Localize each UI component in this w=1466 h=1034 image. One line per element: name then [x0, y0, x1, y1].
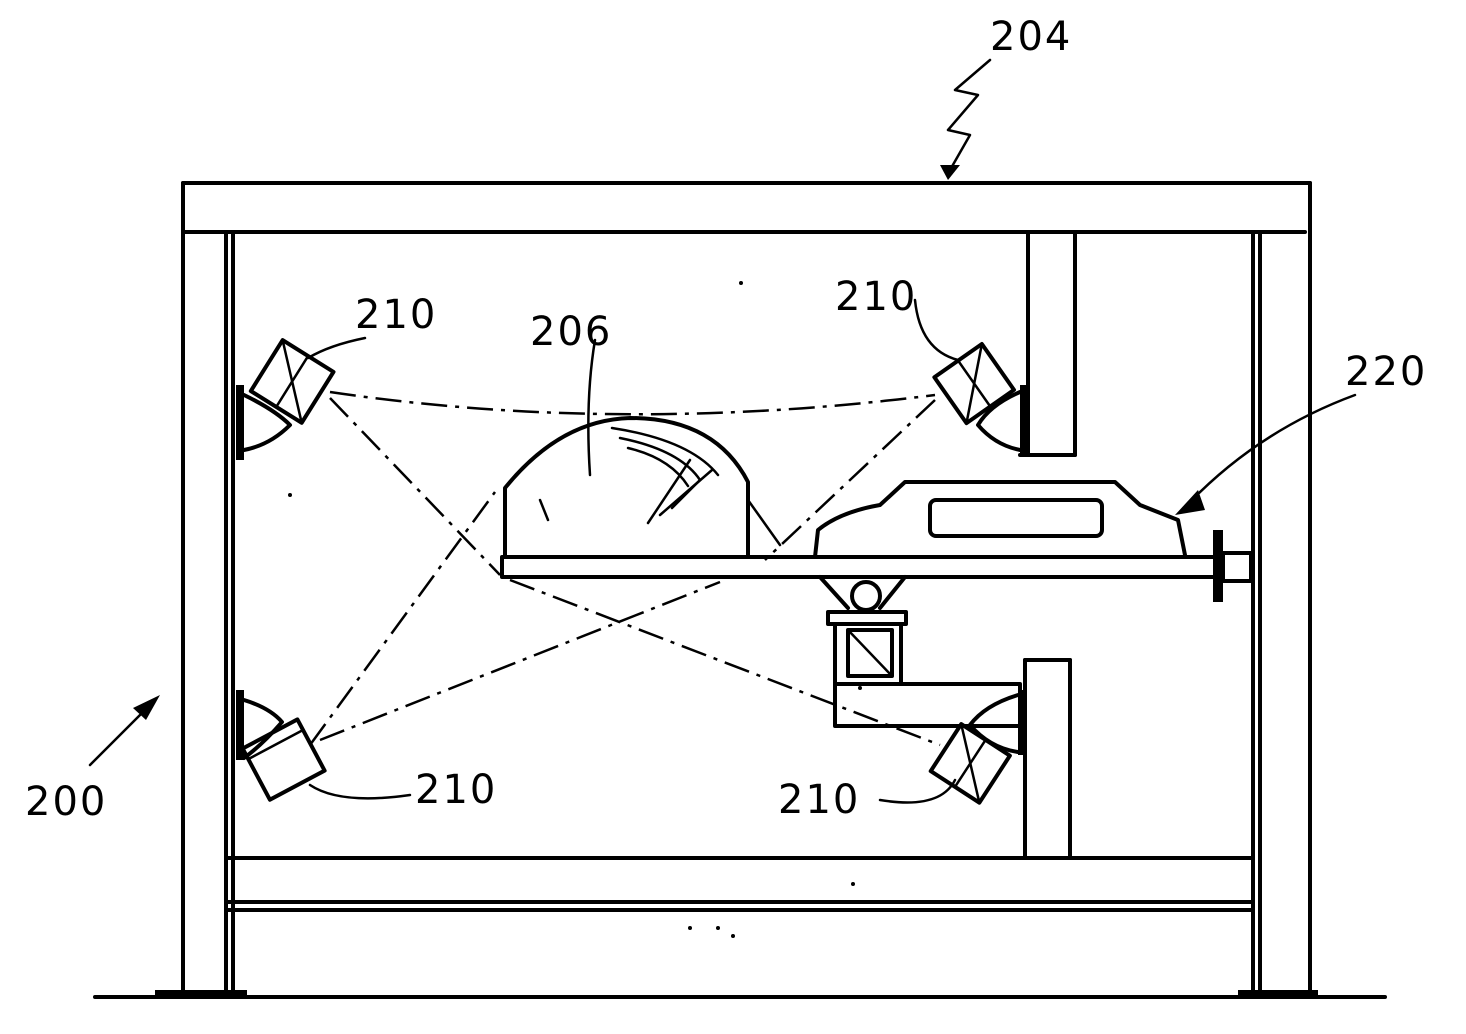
upper-column — [1020, 232, 1075, 455]
carrier — [815, 482, 1185, 557]
label-210-lower-left: 210 — [415, 767, 497, 813]
ground-line — [95, 990, 1385, 998]
label-206: 206 — [530, 309, 612, 355]
camera-lower-right — [931, 690, 1026, 803]
frame — [183, 183, 1310, 997]
label-210-lower-right: 210 — [778, 777, 860, 823]
support — [820, 577, 1020, 726]
label-210-upper-right: 210 — [835, 274, 917, 320]
platform-bar — [502, 530, 1251, 602]
label-204: 204 — [990, 14, 1072, 60]
specks — [288, 281, 862, 938]
sight-lines — [310, 392, 940, 745]
label-210-upper-left: 210 — [355, 292, 437, 338]
leaders — [90, 60, 1355, 803]
label-200: 200 — [25, 779, 107, 825]
object-dome — [505, 418, 780, 555]
label-220: 220 — [1345, 349, 1427, 395]
camera-upper-left — [236, 340, 333, 460]
camera-upper-right — [934, 344, 1028, 455]
lower-column — [1025, 660, 1070, 858]
